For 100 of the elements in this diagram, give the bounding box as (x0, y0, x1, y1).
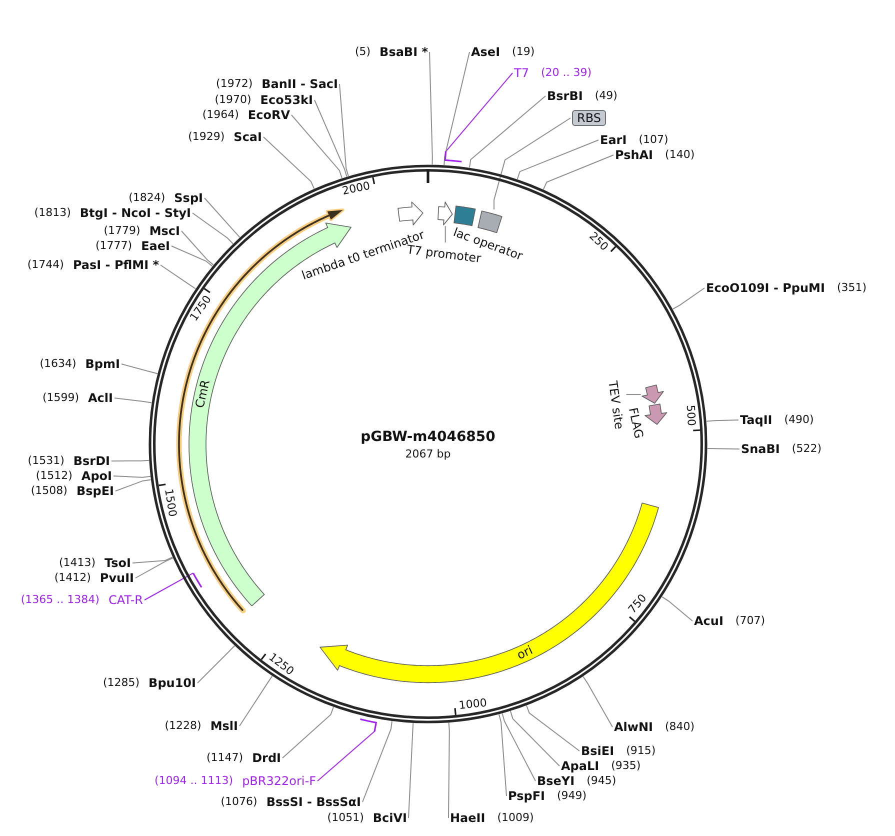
leader-line (526, 705, 580, 752)
site-position: (522) (792, 442, 822, 456)
primer-name: CAT-R (108, 593, 143, 607)
primer-mark (444, 150, 463, 164)
enzyme-name: BtgI - NcoI - StyI (80, 206, 191, 220)
enzyme-name: BsrBI (547, 89, 583, 103)
leader-line (672, 288, 705, 310)
leader-line (498, 714, 507, 796)
enzyme-name: BsrDI (73, 454, 110, 468)
enzyme-name: PvuII (100, 571, 134, 585)
site-position: (1531) (28, 454, 64, 468)
site-position: (107) (638, 133, 668, 147)
tick-label: 1000 (458, 697, 488, 712)
site-position: (1009) (497, 811, 534, 825)
site-position: (1964) (202, 108, 239, 122)
leader-line (706, 420, 739, 422)
enzyme-name: SnaBI (741, 442, 780, 456)
enzyme-name: BseYI (537, 774, 575, 788)
site-position: (1779) (104, 224, 140, 238)
leader-line (192, 212, 234, 244)
leader-line (160, 264, 196, 290)
enzyme-name: TaqII (740, 413, 772, 427)
enzyme-name: BssSI - BssSαI (266, 795, 361, 809)
feature-arc (318, 502, 660, 684)
site-position: (351) (836, 281, 867, 295)
primer-mark (359, 718, 378, 732)
leader-line (494, 118, 571, 210)
enzyme-name: TsoI (104, 556, 131, 570)
enzyme-name: MslI (210, 719, 238, 733)
feature-symbol (437, 201, 454, 226)
tick-label: 1500 (162, 488, 178, 518)
primer-position: (20 .. 39) (540, 66, 592, 80)
enzyme-name: BpmI (85, 357, 120, 371)
primer-name: T7 (514, 66, 529, 80)
enzyme-name: EarI (600, 133, 627, 147)
primer-position: (1365 .. 1384) (20, 593, 100, 607)
feature-tag: RBS (572, 110, 606, 126)
leader-line (362, 720, 392, 802)
leader-line (121, 364, 158, 374)
leader-line (144, 572, 194, 600)
feature-label: ori (516, 644, 536, 662)
plasmid-size: 2067 bp (405, 448, 451, 460)
site-position: (935) (611, 759, 641, 773)
site-position: (1228) (164, 719, 202, 733)
site-position: (707) (735, 614, 766, 628)
enzyme-name: DrdI (252, 751, 281, 765)
enzyme-name: BsiEI (581, 744, 614, 758)
enzyme-name: BciVI (372, 811, 407, 825)
tick-label: 2000 (341, 180, 372, 198)
leader-line (510, 710, 560, 766)
leader-line (171, 246, 213, 267)
enzyme-name: PasI - PflMI * (72, 258, 159, 272)
enzyme-name: PspFI (508, 789, 545, 803)
enzyme-name: AclI (88, 391, 113, 405)
leader-line (204, 198, 240, 238)
leader-line (135, 558, 174, 578)
tick-label: 500 (684, 404, 698, 426)
leader-line (444, 226, 446, 243)
leader-line (115, 479, 152, 492)
enzyme-name: Bpu10I (148, 676, 196, 690)
enzyme-name: BspEI (76, 484, 114, 498)
primer-name: pBR322ori-F (242, 774, 316, 788)
feature-label: CmR (193, 378, 212, 410)
enzyme-name: Eco53kI (260, 93, 313, 107)
tick-label: 750 (626, 592, 650, 616)
leader-line (114, 398, 152, 404)
site-position: (1744) (27, 258, 64, 272)
tick-label: 250 (587, 230, 611, 254)
feature-box (452, 205, 476, 227)
site-position: (1512) (36, 469, 72, 483)
leader-line (132, 556, 173, 564)
site-position: (1929) (188, 130, 225, 144)
site-position: (19) (512, 45, 535, 59)
leader-line (339, 84, 349, 177)
leader-line (502, 712, 536, 782)
site-position: (1813) (34, 206, 71, 220)
enzyme-name: BsaBI * (380, 45, 428, 59)
site-position: (1051) (327, 811, 364, 825)
leader-line (408, 722, 414, 818)
site-position: (915) (626, 744, 656, 758)
site-position: (5) (354, 45, 371, 59)
leader-line (542, 154, 614, 190)
enzyme-name: ScaI (234, 130, 262, 144)
enzyme-name: ApaLI (561, 759, 600, 773)
leader-line (429, 52, 433, 166)
enzyme-name: EcoO109I - PpuMI (706, 281, 825, 295)
feature-symbol (640, 384, 664, 405)
site-position: (1777) (96, 239, 132, 253)
leader-line (468, 96, 546, 168)
enzyme-name: SspI (174, 191, 203, 205)
enzyme-name: BanII - SacI (262, 77, 338, 91)
leader-line (181, 230, 214, 266)
site-position: (1972) (216, 77, 253, 91)
leader-line (111, 460, 150, 462)
site-position: (949) (556, 789, 587, 803)
leader-line (263, 136, 315, 190)
leader-line (282, 706, 334, 758)
site-position: (49) (594, 89, 618, 103)
site-position: (140) (665, 148, 695, 162)
primer-position: (1094 .. 1113) (154, 774, 234, 788)
